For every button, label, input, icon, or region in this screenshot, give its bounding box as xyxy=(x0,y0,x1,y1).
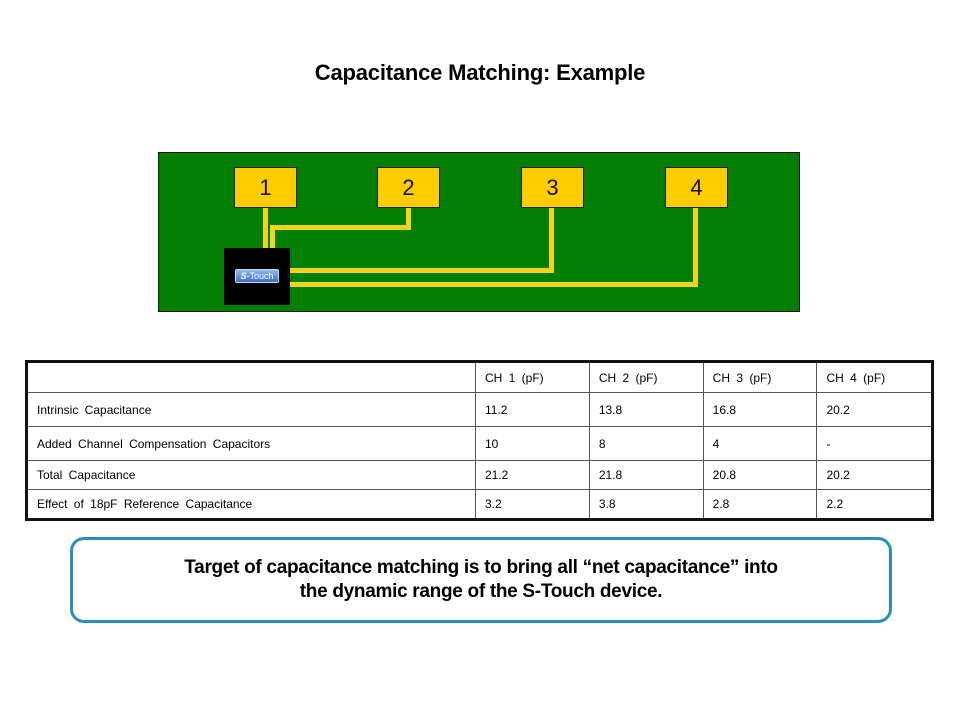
touch-pad-1: 1 xyxy=(234,167,297,208)
table-cell: 20.2 xyxy=(816,460,933,490)
table-cell: 2.8 xyxy=(702,489,818,520)
table-row: Effect of 18pF Reference Capacitance 3.2… xyxy=(26,489,933,520)
trace-ch4-vertical xyxy=(693,208,698,287)
table-cell: 10 xyxy=(475,426,590,461)
capacitance-table: CH 1 (pF) CH 2 (pF) CH 3 (pF) CH 4 (pF) … xyxy=(25,360,934,521)
trace-ch2-vertical-chip xyxy=(270,225,275,248)
table-cell: 16.8 xyxy=(702,392,818,427)
trace-ch3-horizontal xyxy=(290,268,554,273)
trace-ch3-vertical xyxy=(549,208,554,273)
table-row: Added Channel Compensation Capacitors 10… xyxy=(26,426,933,461)
table-row: Total Capacitance 21.2 21.8 20.8 20.2 xyxy=(26,460,933,490)
s-touch-logo: S-Touch xyxy=(235,269,279,283)
header-cell: CH 2 (pF) xyxy=(588,361,704,393)
pad-label: 1 xyxy=(259,174,272,200)
trace-ch1 xyxy=(263,208,268,248)
header-cell: CH 3 (pF) xyxy=(702,361,818,393)
table-row: Intrinsic Capacitance 11.2 13.8 16.8 20.… xyxy=(26,392,933,427)
table-cell: 13.8 xyxy=(588,392,704,427)
table-cell: 21.2 xyxy=(475,460,590,490)
s-touch-chip: S-Touch xyxy=(224,248,290,305)
callout-line-1: Target of capacitance matching is to bri… xyxy=(184,557,778,578)
table-cell: 3.2 xyxy=(475,489,590,520)
callout-line-2: the dynamic range of the S-Touch device. xyxy=(299,581,663,602)
pad-label: 3 xyxy=(546,174,559,200)
trace-ch2-horizontal xyxy=(270,225,411,230)
trace-ch4-horizontal xyxy=(290,282,698,287)
summary-callout: Target of capacitance matching is to bri… xyxy=(70,537,892,623)
table-header-row: CH 1 (pF) CH 2 (pF) CH 3 (pF) CH 4 (pF) xyxy=(26,361,933,393)
row-label: Total Capacitance xyxy=(26,460,476,490)
pad-label: 2 xyxy=(402,174,415,200)
header-cell: CH 4 (pF) xyxy=(816,361,933,393)
row-label: Added Channel Compensation Capacitors xyxy=(26,426,476,461)
header-cell: CH 1 (pF) xyxy=(475,361,590,393)
pad-label: 4 xyxy=(690,174,703,200)
table-cell: 11.2 xyxy=(475,392,590,427)
table-cell: 20.2 xyxy=(816,392,933,427)
slide-title: Capacitance Matching: Example xyxy=(314,60,646,85)
table-cell: 21.8 xyxy=(588,460,704,490)
table-cell: - xyxy=(816,426,933,461)
table-cell: 2.2 xyxy=(816,489,933,520)
trace-ch2-vertical-pad xyxy=(406,208,411,230)
touch-pad-4: 4 xyxy=(665,167,728,208)
pcb-diagram: 1 2 3 4 S-Touch xyxy=(158,152,800,312)
touch-pad-3: 3 xyxy=(521,167,584,208)
table-cell: 4 xyxy=(702,426,818,461)
table-cell: 3.8 xyxy=(588,489,704,520)
table-cell: 20.8 xyxy=(702,460,818,490)
touch-pad-2: 2 xyxy=(377,167,440,208)
table-cell: 8 xyxy=(588,426,704,461)
row-label: Effect of 18pF Reference Capacitance xyxy=(26,489,476,520)
row-label: Intrinsic Capacitance xyxy=(26,392,476,427)
header-cell xyxy=(26,361,476,393)
